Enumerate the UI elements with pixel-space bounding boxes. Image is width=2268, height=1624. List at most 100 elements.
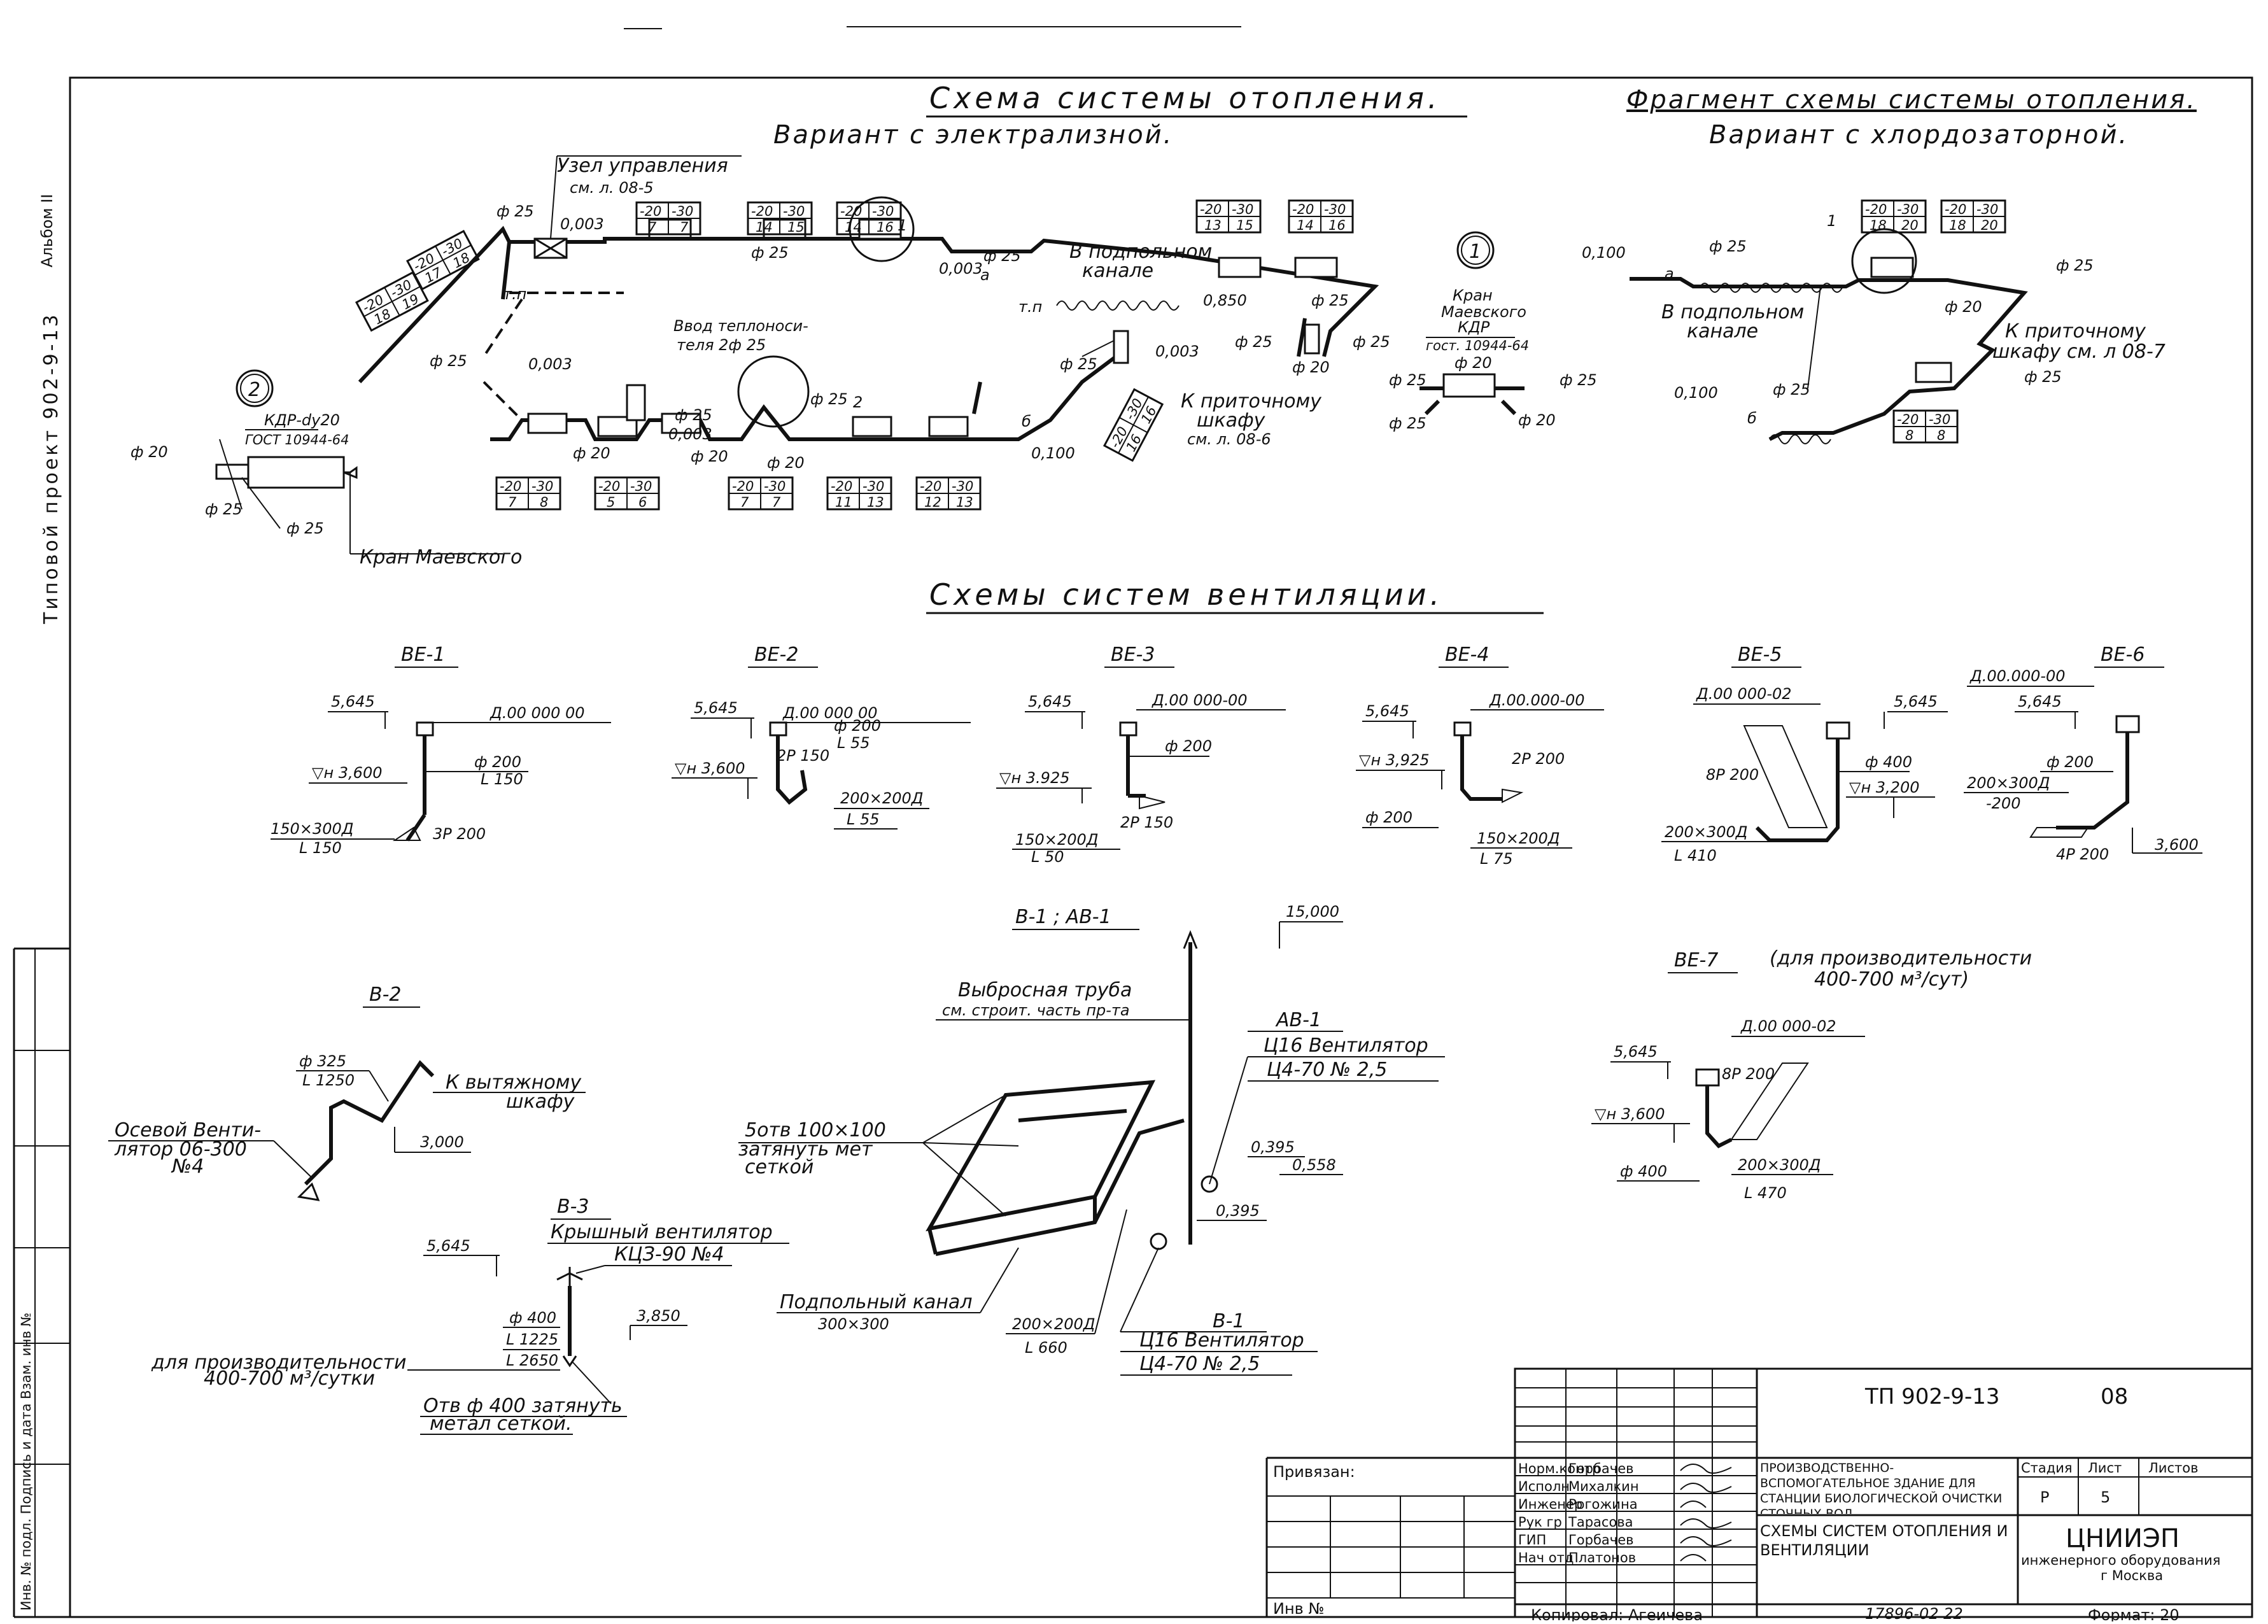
svg-text:Д.00 000-02: Д.00 000-02 (1740, 1017, 1836, 1035)
svg-text:шкафу см. л 08-7: шкафу см. л 08-7 (1992, 341, 2166, 363)
svg-text:0,100: 0,100 (1031, 444, 1075, 462)
svg-text:ф 25: ф 25 (751, 244, 789, 262)
svg-text:Инв №: Инв № (1273, 1600, 1324, 1618)
svg-text:ф 20: ф 20 (130, 443, 168, 461)
svg-text:5: 5 (607, 495, 615, 510)
to-cabinet-label: К приточному (1181, 390, 1322, 413)
svg-text:инженерного оборудования: инженерного оборудования (2021, 1553, 2220, 1568)
svg-text:Д.00 000-00: Д.00 000-00 (1152, 691, 1248, 709)
svg-text:18: 18 (1870, 218, 1887, 233)
svg-text:-20: -20 (920, 479, 941, 494)
project-label: Типовой проект 902-9-13 (40, 312, 62, 625)
svg-text:Тарасова: Тарасова (1568, 1515, 1633, 1530)
svg-text:1: 1 (1827, 212, 1836, 230)
heating-title: Схема системы отопления. (929, 81, 1441, 115)
svg-text:В-1 ; АВ-1: В-1 ; АВ-1 (1015, 906, 1111, 928)
svg-text:-30: -30 (672, 204, 693, 219)
svg-text:ВЕ-4: ВЕ-4 (1445, 644, 1489, 666)
svg-text:-20: -20 (1200, 202, 1222, 217)
svg-text:150×200Д: 150×200Д (1015, 831, 1098, 849)
svg-text:ГОСТ 10944-64: ГОСТ 10944-64 (245, 432, 349, 448)
svg-text:8: 8 (1937, 428, 1945, 443)
svg-text:канале: канале (1082, 260, 1153, 282)
svg-text:200×300Д: 200×300Д (1665, 823, 1747, 841)
svg-text:-30: -30 (630, 479, 652, 494)
svg-text:В-3: В-3 (557, 1196, 589, 1218)
svg-text:-20: -20 (751, 204, 773, 219)
svg-text:13: 13 (1204, 218, 1222, 233)
svg-text:Д.00 000 00: Д.00 000 00 (490, 704, 585, 722)
be-6-scheme: ВЕ-6 Д.00.000-00 5,645 ф 200 200×300Д -2… (1964, 644, 2202, 863)
svg-text:Михалкин: Михалкин (1568, 1479, 1639, 1494)
svg-text:ф 25: ф 25 (430, 352, 467, 370)
svg-text:ф 25: ф 25 (810, 390, 848, 408)
svg-text:ф 200: ф 200 (2046, 753, 2094, 771)
svg-text:ВЕ-5: ВЕ-5 (1738, 644, 1782, 666)
svg-text:Инженер: Инженер (1518, 1497, 1582, 1512)
svg-text:7: 7 (740, 495, 749, 510)
svg-text:ф 25: ф 25 (983, 247, 1021, 265)
svg-text:ф 20: ф 20 (1454, 354, 1492, 372)
attached-label: Привязан: (1273, 1463, 1355, 1481)
svg-text:ф 25: ф 25 (2056, 257, 2094, 274)
org-name: ЦНИИЭП (2066, 1524, 2180, 1553)
svg-text:17896-02 22: 17896-02 22 (1865, 1605, 1963, 1621)
svg-text:Ц4-70 № 2,5: Ц4-70 № 2,5 (1267, 1059, 1387, 1081)
svg-text:АВ-1: АВ-1 (1275, 1009, 1321, 1031)
svg-text:ф 200: ф 200 (474, 753, 521, 771)
svg-text:Платонов: Платонов (1568, 1550, 1636, 1565)
heating-variant: Вариант с электрализной. (773, 120, 1173, 150)
svg-text:-20: -20 (1897, 412, 1919, 427)
svg-text:7: 7 (508, 495, 517, 510)
svg-text:К вытяжному: К вытяжному (446, 1071, 582, 1094)
svg-text:5: 5 (2101, 1488, 2110, 1506)
svg-text:▽н 3,200: ▽н 3,200 (1849, 779, 1919, 796)
svg-text:15: 15 (787, 220, 805, 235)
svg-text:5,645: 5,645 (1365, 702, 1409, 720)
svg-text:14: 14 (845, 220, 862, 235)
svg-text:-30: -30 (1232, 202, 1253, 217)
svg-text:5,645: 5,645 (1028, 693, 1072, 710)
drawing-title: Схемы систем отопления и вентиляции (1760, 1522, 2008, 1559)
svg-text:▽н 3,600: ▽н 3,600 (1595, 1105, 1665, 1123)
svg-text:ф 25: ф 25 (1311, 292, 1349, 309)
svg-text:для производительности: для производительности (151, 1352, 406, 1374)
underfloor-label: В подпольном (1069, 241, 1212, 263)
svg-text:ф 25: ф 25 (1235, 333, 1272, 351)
svg-text:Нач отд: Нач отд (1518, 1550, 1574, 1565)
svg-text:7: 7 (680, 220, 689, 235)
svg-text:Рук гр: Рук гр (1518, 1515, 1562, 1530)
svg-text:L 150: L 150 (299, 839, 342, 857)
svg-text:5,645: 5,645 (426, 1237, 470, 1255)
svg-text:ф 25: ф 25 (1773, 381, 1810, 399)
svg-text:(для производительности: (для производительности (1770, 947, 2032, 970)
svg-text:16: 16 (877, 220, 894, 235)
be-2-scheme: ВЕ-2 5,645 Д.00 000 00 ф 200 L 55 2Р 150… (672, 644, 971, 830)
svg-text:0,003: 0,003 (1155, 342, 1199, 360)
svg-text:ф 400: ф 400 (1620, 1162, 1667, 1180)
svg-text:8Р 200: 8Р 200 (1722, 1065, 1775, 1083)
svg-text:ф 25: ф 25 (205, 500, 243, 518)
svg-text:сеткой: сеткой (745, 1156, 814, 1178)
svg-text:б: б (1747, 409, 1757, 427)
svg-text:0,100: 0,100 (1674, 384, 1718, 402)
svg-text:-30: -30 (1929, 412, 1950, 427)
svg-text:теля 2ф 25: теля 2ф 25 (677, 336, 766, 354)
svg-text:-20: -20 (598, 479, 620, 494)
svg-text:20: 20 (1901, 218, 1919, 233)
svg-text:ф 20: ф 20 (573, 444, 610, 462)
svg-text:Д.00.000-00: Д.00.000-00 (1489, 691, 1585, 709)
heating-scheme (358, 155, 1379, 441)
svg-text:3,850: 3,850 (637, 1307, 680, 1325)
svg-text:б: б (1022, 413, 1031, 430)
svg-text:шкафу: шкафу (1197, 409, 1266, 432)
svg-text:Отв ф 400 затянуть: Отв ф 400 затянуть (423, 1395, 623, 1417)
svg-text:Д.00 000-02: Д.00 000-02 (1696, 685, 1792, 703)
be-5-scheme: ВЕ-5 Д.00 000-02 5,645 8Р 200 ф 400 ▽н 3… (1661, 644, 1948, 865)
svg-text:13: 13 (867, 495, 884, 510)
svg-text:ф 25: ф 25 (1353, 333, 1390, 351)
svg-text:3,000: 3,000 (420, 1133, 464, 1151)
svg-text:0,003: 0,003 (528, 355, 572, 373)
mayevsky-label: Кран Маевского (360, 546, 522, 568)
